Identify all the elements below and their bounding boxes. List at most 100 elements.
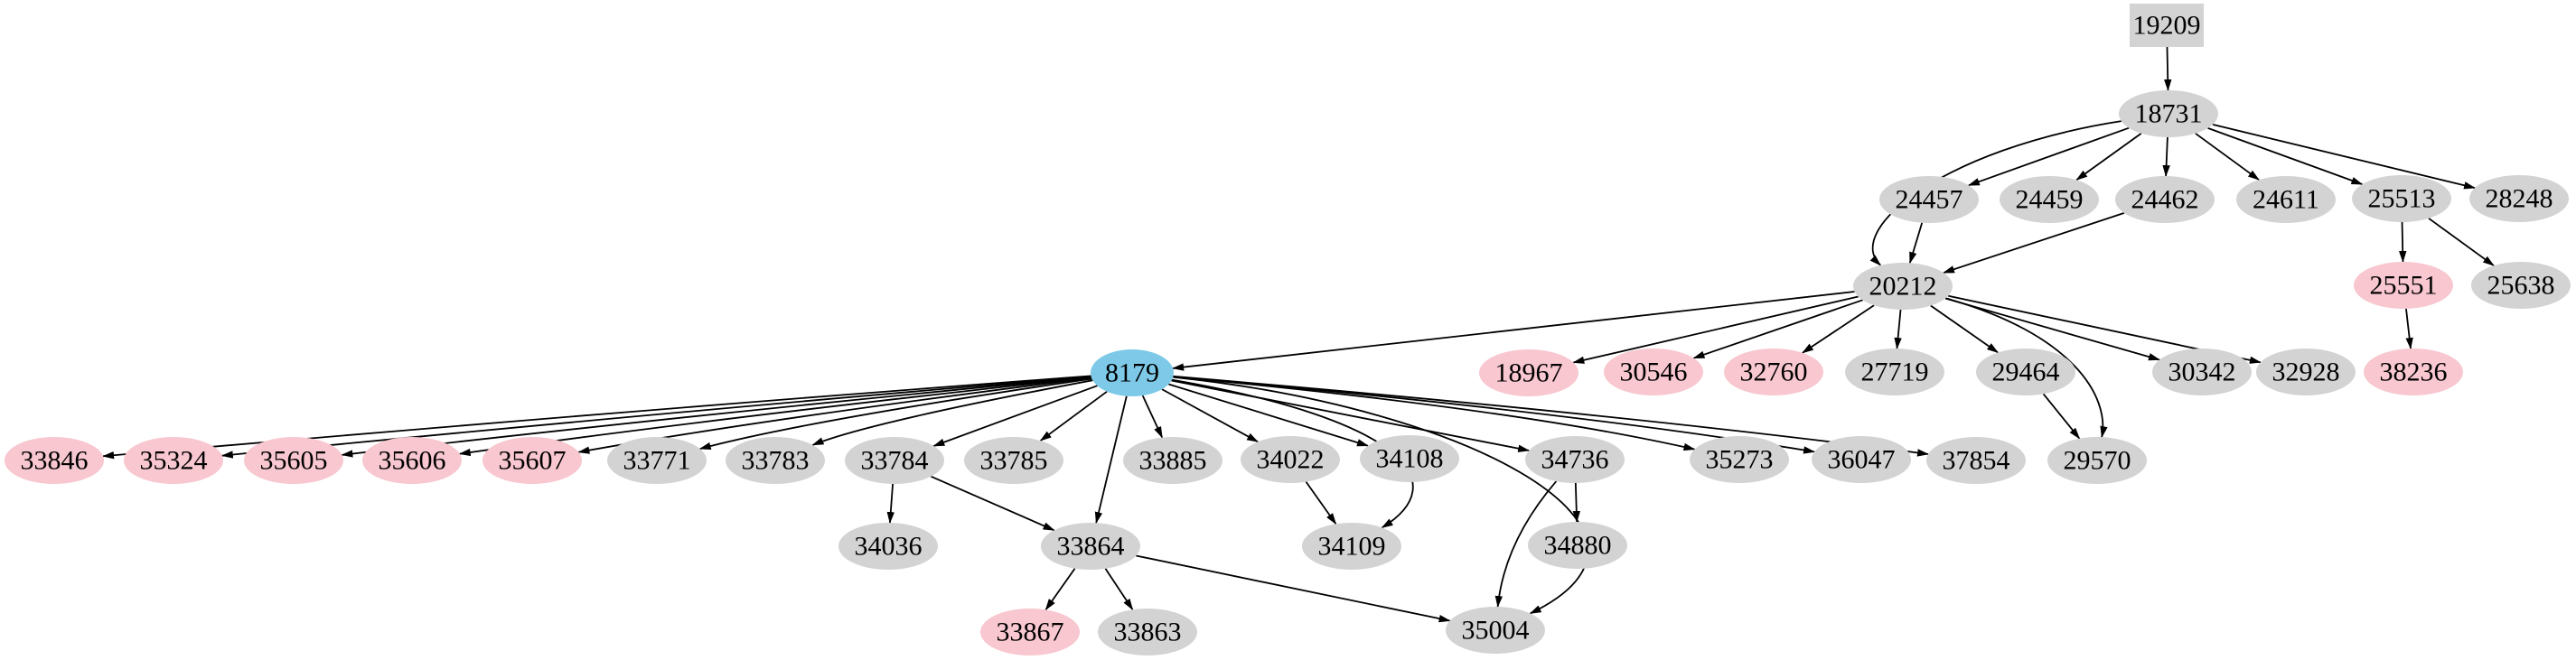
node-33784[interactable]: 33784 xyxy=(845,437,944,484)
node-35004[interactable]: 35004 xyxy=(1446,607,1545,654)
node-shape-25551[interactable] xyxy=(2354,262,2453,309)
node-shape-32928[interactable] xyxy=(2256,349,2356,395)
node-shape-25513[interactable] xyxy=(2352,175,2451,222)
node-25513[interactable]: 25513 xyxy=(2352,175,2451,222)
node-36047[interactable]: 36047 xyxy=(1812,436,1911,483)
node-35606[interactable]: 35606 xyxy=(362,437,462,484)
node-label-35004: 35004 xyxy=(1462,616,1530,646)
node-shape-24611[interactable] xyxy=(2236,176,2336,223)
node-18967[interactable]: 18967 xyxy=(1479,349,1578,396)
node-33885[interactable]: 33885 xyxy=(1123,437,1222,484)
node-29464[interactable]: 29464 xyxy=(1976,349,2075,395)
node-shape-33867[interactable] xyxy=(980,609,1080,655)
node-shape-34736[interactable] xyxy=(1525,436,1625,483)
node-shape-30546[interactable] xyxy=(1604,349,1703,395)
node-shape-24459[interactable] xyxy=(2000,176,2099,223)
node-34736[interactable]: 34736 xyxy=(1525,436,1625,483)
node-35605[interactable]: 35605 xyxy=(244,437,343,484)
node-shape-27719[interactable] xyxy=(1845,349,1944,395)
node-19209[interactable]: 19209 xyxy=(2130,4,2204,47)
edge-8179-33846 xyxy=(102,375,1091,460)
node-20212[interactable]: 20212 xyxy=(1853,263,1953,310)
edge-8179-33784 xyxy=(932,385,1098,447)
edge-33864-33867 xyxy=(1044,568,1076,611)
node-35607[interactable]: 35607 xyxy=(482,437,582,484)
node-24459[interactable]: 24459 xyxy=(2000,176,2099,223)
node-shape-33783[interactable] xyxy=(726,437,825,484)
node-shape-28248[interactable] xyxy=(2469,175,2569,222)
edge-layer xyxy=(102,46,2495,623)
node-34109[interactable]: 34109 xyxy=(1302,523,1401,570)
node-28248[interactable]: 28248 xyxy=(2469,175,2569,222)
edge-18731-25513 xyxy=(2207,127,2364,185)
node-37854[interactable]: 37854 xyxy=(1926,437,2026,484)
node-33771[interactable]: 33771 xyxy=(607,437,707,484)
node-shape-29570[interactable] xyxy=(2047,437,2147,484)
node-shape-20212[interactable] xyxy=(1853,263,1953,310)
node-shape-35605[interactable] xyxy=(244,437,343,484)
node-shape-33785[interactable] xyxy=(964,437,1063,484)
node-shape-24457[interactable] xyxy=(1879,176,1979,223)
node-shape-32760[interactable] xyxy=(1724,349,1823,395)
node-shape-8179[interactable] xyxy=(1091,349,1174,396)
node-shape-33863[interactable] xyxy=(1098,609,1197,655)
node-shape-37854[interactable] xyxy=(1926,437,2026,484)
node-shape-34022[interactable] xyxy=(1241,436,1340,483)
node-24457[interactable]: 24457 xyxy=(1879,176,1979,223)
node-shape-33885[interactable] xyxy=(1123,437,1222,484)
node-shape-30342[interactable] xyxy=(2152,349,2252,395)
node-34022[interactable]: 34022 xyxy=(1241,436,1340,483)
node-shape-35273[interactable] xyxy=(1690,436,1789,483)
node-shape-34880[interactable] xyxy=(1528,522,1627,569)
node-shape-33771[interactable] xyxy=(607,437,707,484)
node-shape-35324[interactable] xyxy=(124,437,223,484)
node-8179[interactable]: 8179 xyxy=(1091,349,1174,396)
node-30342[interactable]: 30342 xyxy=(2152,349,2252,395)
node-shape-19209[interactable] xyxy=(2130,4,2204,47)
edge-8179-33864 xyxy=(1094,395,1128,525)
node-shape-35607[interactable] xyxy=(482,437,582,484)
node-shape-33864[interactable] xyxy=(1041,523,1140,570)
node-shape-25638[interactable] xyxy=(2471,262,2571,309)
node-shape-33784[interactable] xyxy=(845,437,944,484)
node-32760[interactable]: 32760 xyxy=(1724,349,1823,395)
node-shape-29464[interactable] xyxy=(1976,349,2075,395)
node-25638[interactable]: 25638 xyxy=(2471,262,2571,309)
node-33863[interactable]: 33863 xyxy=(1098,609,1197,655)
node-shape-35606[interactable] xyxy=(362,437,462,484)
node-shape-34036[interactable] xyxy=(838,523,938,570)
node-shape-33846[interactable] xyxy=(5,437,104,484)
node-35324[interactable]: 35324 xyxy=(124,437,223,484)
node-shape-38236[interactable] xyxy=(2364,349,2463,395)
node-35273[interactable]: 35273 xyxy=(1690,436,1789,483)
node-33783[interactable]: 33783 xyxy=(726,437,825,484)
node-label-29464: 29464 xyxy=(1992,358,2060,387)
node-shape-36047[interactable] xyxy=(1812,436,1911,483)
node-27719[interactable]: 27719 xyxy=(1845,349,1944,395)
node-shape-34108[interactable] xyxy=(1360,435,1459,482)
node-33867[interactable]: 33867 xyxy=(980,609,1080,655)
node-24462[interactable]: 24462 xyxy=(2115,176,2215,223)
node-shape-24462[interactable] xyxy=(2115,176,2215,223)
node-shape-18731[interactable] xyxy=(2119,90,2218,137)
node-label-27719: 27719 xyxy=(1861,358,1929,387)
node-34036[interactable]: 34036 xyxy=(838,523,938,570)
node-33864[interactable]: 33864 xyxy=(1041,523,1140,570)
node-33846[interactable]: 33846 xyxy=(5,437,104,484)
node-32928[interactable]: 32928 xyxy=(2256,349,2356,395)
node-shape-34109[interactable] xyxy=(1302,523,1401,570)
node-33785[interactable]: 33785 xyxy=(964,437,1063,484)
node-18731[interactable]: 18731 xyxy=(2119,90,2218,137)
node-34880[interactable]: 34880 xyxy=(1528,522,1627,569)
node-24611[interactable]: 24611 xyxy=(2236,176,2336,223)
node-shape-18967[interactable] xyxy=(1479,349,1578,396)
node-label-18731: 18731 xyxy=(2135,99,2203,129)
node-38236[interactable]: 38236 xyxy=(2364,349,2463,395)
node-shape-35004[interactable] xyxy=(1446,607,1545,654)
node-34108[interactable]: 34108 xyxy=(1360,435,1459,482)
node-30546[interactable]: 30546 xyxy=(1604,349,1703,395)
node-label-28248: 28248 xyxy=(2486,184,2553,214)
node-29570[interactable]: 29570 xyxy=(2047,437,2147,484)
node-25551[interactable]: 25551 xyxy=(2354,262,2453,309)
